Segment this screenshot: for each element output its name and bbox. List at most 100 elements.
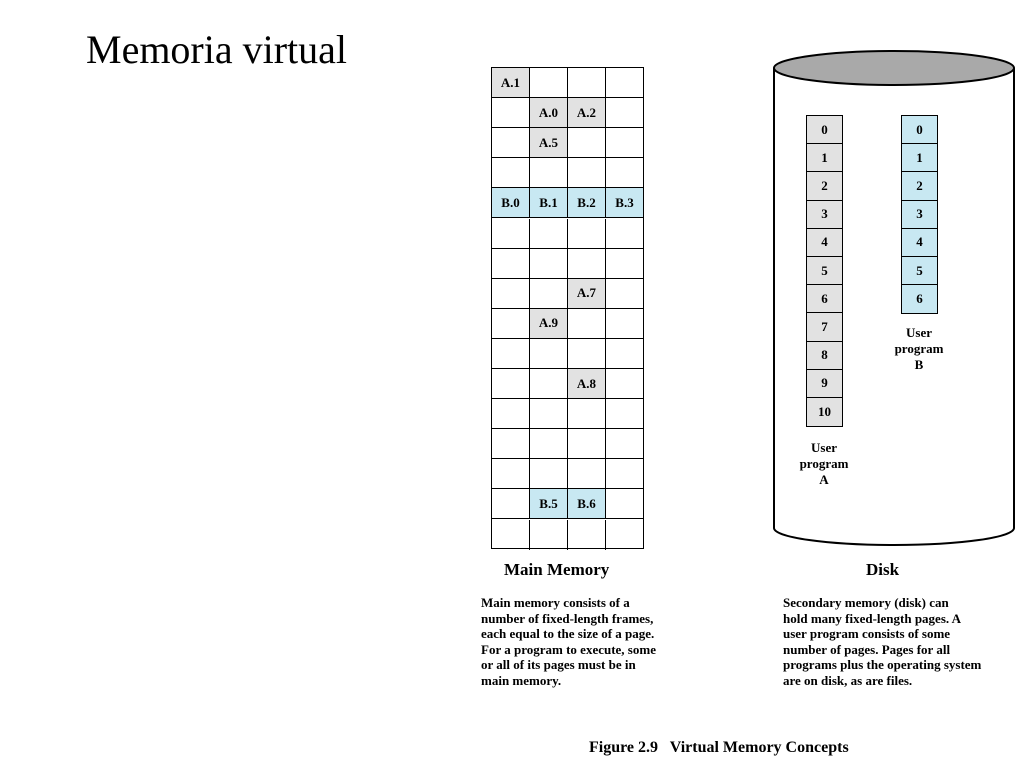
frame-empty (492, 429, 530, 460)
frame-a-2: A.2 (568, 98, 606, 129)
disk-heading: Disk (866, 560, 900, 579)
frame-empty (492, 218, 530, 249)
user-program-a-label-line: A (819, 472, 829, 487)
frame-empty (492, 308, 530, 339)
frame-empty (568, 399, 606, 430)
frame-empty (492, 399, 530, 430)
disk-top (773, 50, 1015, 86)
frame-a-8: A.8 (568, 369, 606, 400)
frame-empty (530, 338, 568, 369)
frame-empty (568, 459, 606, 490)
frame-empty (530, 399, 568, 430)
frame-empty (606, 279, 643, 309)
frame-b-3: B.3 (606, 188, 643, 219)
frame-empty (492, 489, 530, 520)
frame-empty (606, 369, 643, 400)
program-b-page-3: 3 (902, 200, 937, 229)
frame-empty (492, 98, 530, 129)
frame-empty (530, 519, 568, 550)
main-memory-description-line: each equal to the size of a page. (481, 626, 655, 642)
disk-description-line: hold many fixed-length pages. A (783, 610, 962, 626)
program-b-page-4: 4 (902, 228, 937, 257)
user-program-a-label-line: User (811, 440, 837, 455)
disk-description-line: are on disk, as are files. (783, 672, 913, 688)
program-a-page-10: 10 (807, 397, 842, 427)
frame-a-5: A.5 (530, 128, 568, 159)
frame-a-9: A.9 (530, 308, 568, 339)
frame-empty (568, 218, 606, 249)
frame-empty (568, 158, 606, 189)
frame-empty (568, 308, 606, 339)
frame-empty (606, 128, 643, 159)
frame-empty (492, 338, 530, 369)
frame-empty (568, 248, 606, 279)
frame-empty (492, 248, 530, 279)
program-b-page-6: 6 (902, 285, 937, 314)
frame-empty (530, 278, 568, 309)
frame-empty (568, 429, 606, 460)
frame-b-1: B.1 (530, 188, 568, 219)
main-memory-description-line: number of fixed-length frames, (481, 610, 654, 626)
frame-empty (492, 278, 530, 309)
user-program-b-label-line: program (894, 341, 944, 356)
frame-empty (492, 128, 530, 159)
slide-title: Memoria virtual (86, 27, 348, 72)
program-a-page-4: 4 (807, 228, 842, 257)
frame-empty (606, 158, 643, 189)
frame-empty (492, 519, 530, 550)
program-a-page-9: 9 (807, 369, 842, 398)
frame-empty (606, 459, 643, 490)
frame-b-6: B.6 (568, 489, 606, 520)
frame-empty (568, 338, 606, 369)
frame-empty (606, 339, 643, 369)
frame-empty (606, 219, 643, 249)
main-memory-description-line: or all of its pages must be in (481, 657, 636, 673)
user-program-a-label-line: program (799, 456, 849, 471)
user-program-b-label-line: User (906, 325, 932, 340)
frame-empty (492, 459, 530, 490)
frame-empty (492, 158, 530, 189)
program-a-page-7: 7 (807, 313, 842, 342)
program-b-page-0: 0 (902, 116, 937, 145)
program-a-page-3: 3 (807, 200, 842, 229)
frame-empty (568, 519, 606, 550)
program-a-page-1: 1 (807, 144, 842, 173)
disk-description-line: number of pages. Pages for all (783, 641, 951, 657)
program-a-page-5: 5 (807, 256, 842, 286)
main-memory-description-line: Main memory consists of a (481, 595, 630, 610)
frame-empty (530, 248, 568, 279)
disk-description-line: programs plus the operating system (783, 657, 982, 673)
program-b-page-2: 2 (902, 172, 937, 201)
frame-empty (606, 98, 643, 129)
frame-empty (530, 369, 568, 400)
frame-empty (606, 68, 643, 99)
frame-empty (492, 369, 530, 400)
frame-a-7: A.7 (568, 278, 606, 309)
program-a-page-6: 6 (807, 285, 842, 314)
frame-b-5: B.5 (530, 489, 568, 520)
disk-description-line: user program consists of some (783, 626, 951, 642)
main-memory-description-line: For a program to execute, some (481, 641, 656, 657)
frame-b-0: B.0 (492, 188, 530, 219)
main-memory-heading: Main Memory (504, 560, 610, 579)
frame-b-2: B.2 (568, 188, 606, 219)
frame-empty (530, 68, 568, 99)
frame-empty (606, 399, 643, 430)
program-b-page-1: 1 (902, 144, 937, 173)
program-a-page-8: 8 (807, 341, 842, 370)
frame-a-0: A.0 (530, 98, 568, 129)
frame-empty (606, 489, 643, 520)
frame-empty (530, 429, 568, 460)
program-b-page-5: 5 (902, 256, 937, 286)
frame-empty (530, 158, 568, 189)
frame-empty (606, 520, 643, 550)
frame-empty (606, 309, 643, 339)
frame-empty (606, 249, 643, 279)
frame-empty (530, 218, 568, 249)
